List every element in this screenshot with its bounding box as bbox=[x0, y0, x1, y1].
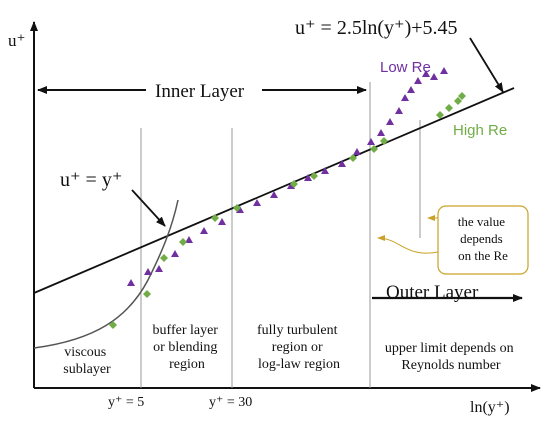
low-re-point bbox=[200, 227, 208, 234]
outer-region-label: upper limit depends on Reynolds number bbox=[385, 341, 517, 373]
linear-law-pointer bbox=[131, 189, 166, 227]
low-re-points bbox=[127, 67, 448, 286]
x-axis-label: ln(y⁺) bbox=[470, 399, 510, 416]
low-re-point bbox=[218, 218, 226, 225]
high-re-point bbox=[436, 111, 444, 119]
turbulent-line-2: region or bbox=[272, 340, 323, 355]
low-re-point bbox=[353, 148, 361, 155]
log-law-pointer bbox=[469, 37, 504, 93]
log-law-line bbox=[33, 87, 515, 294]
note-line-1: the value bbox=[458, 214, 506, 229]
high-re-point bbox=[211, 214, 219, 222]
low-re-point bbox=[270, 191, 278, 198]
low-re-point bbox=[430, 73, 438, 80]
note-text: the value depends on the Re bbox=[458, 214, 509, 263]
high-re-point bbox=[290, 180, 298, 188]
low-re-point bbox=[236, 206, 244, 213]
high-re-points bbox=[109, 92, 466, 329]
turbulent-label: fully turbulent region or log-law region bbox=[257, 323, 341, 372]
high-re-point bbox=[143, 290, 151, 298]
turbulent-line-1: fully turbulent bbox=[257, 323, 338, 338]
note-line-3: on the Re bbox=[458, 248, 508, 263]
viscous-line-1: viscous bbox=[64, 345, 106, 360]
outer-line-1: upper limit depends on bbox=[385, 341, 514, 356]
low-re-point bbox=[407, 86, 415, 93]
note-line-2: depends bbox=[460, 231, 503, 246]
low-re-point bbox=[185, 236, 193, 243]
tick-y5: y⁺ = 5 bbox=[108, 395, 144, 410]
high-re-point bbox=[109, 321, 117, 329]
inner-layer-label: Inner Layer bbox=[155, 81, 245, 102]
high-re-point bbox=[380, 137, 388, 145]
high-re-label: High Re bbox=[453, 122, 507, 139]
outer-line-2: Reynolds number bbox=[401, 358, 500, 373]
high-re-point bbox=[179, 238, 187, 246]
note-box bbox=[437, 205, 529, 275]
low-re-point bbox=[401, 94, 409, 101]
high-re-point bbox=[445, 104, 453, 112]
low-re-point bbox=[304, 174, 312, 181]
tick-y30: y⁺ = 30 bbox=[209, 395, 252, 410]
log-law-equation: u⁺ = 2.5ln(y⁺)+5.45 bbox=[295, 17, 458, 39]
high-re-point bbox=[233, 204, 241, 212]
low-re-point bbox=[321, 167, 329, 174]
y-axis-label: u⁺ bbox=[8, 31, 25, 50]
low-re-point bbox=[171, 250, 179, 257]
low-re-point bbox=[377, 129, 385, 136]
low-re-point bbox=[386, 118, 394, 125]
low-re-point bbox=[253, 199, 261, 206]
buffer-line-1: buffer layer bbox=[153, 323, 219, 338]
low-re-point bbox=[367, 138, 375, 145]
low-re-point bbox=[155, 265, 163, 272]
high-re-point bbox=[349, 154, 357, 162]
turbulent-line-3: log-law region bbox=[258, 357, 340, 372]
low-re-point bbox=[338, 160, 346, 167]
linear-law-equation: u⁺ = y⁺ bbox=[60, 169, 122, 191]
low-re-point bbox=[414, 77, 422, 84]
high-re-point bbox=[370, 145, 378, 153]
viscous-line-2: sublayer bbox=[63, 362, 111, 377]
high-re-point bbox=[310, 172, 318, 180]
buffer-line-3: region bbox=[169, 357, 205, 372]
buffer-line-2: or blending bbox=[153, 340, 217, 355]
low-re-point bbox=[440, 67, 448, 74]
low-re-point bbox=[144, 268, 152, 275]
viscous-label: viscous sublayer bbox=[63, 345, 111, 377]
note-connector bbox=[377, 235, 439, 254]
high-re-point bbox=[160, 254, 168, 262]
outer-layer-label: Outer Layer bbox=[386, 282, 479, 303]
buffer-label: buffer layer or blending region bbox=[153, 323, 222, 372]
low-re-point bbox=[127, 279, 135, 286]
high-re-point bbox=[454, 97, 462, 105]
high-re-point bbox=[458, 92, 466, 100]
low-re-label: Low Re bbox=[380, 59, 431, 76]
linear-law-curve bbox=[33, 199, 179, 349]
low-re-point bbox=[287, 182, 295, 189]
low-re-point bbox=[395, 107, 403, 114]
low-re-point bbox=[422, 70, 430, 77]
